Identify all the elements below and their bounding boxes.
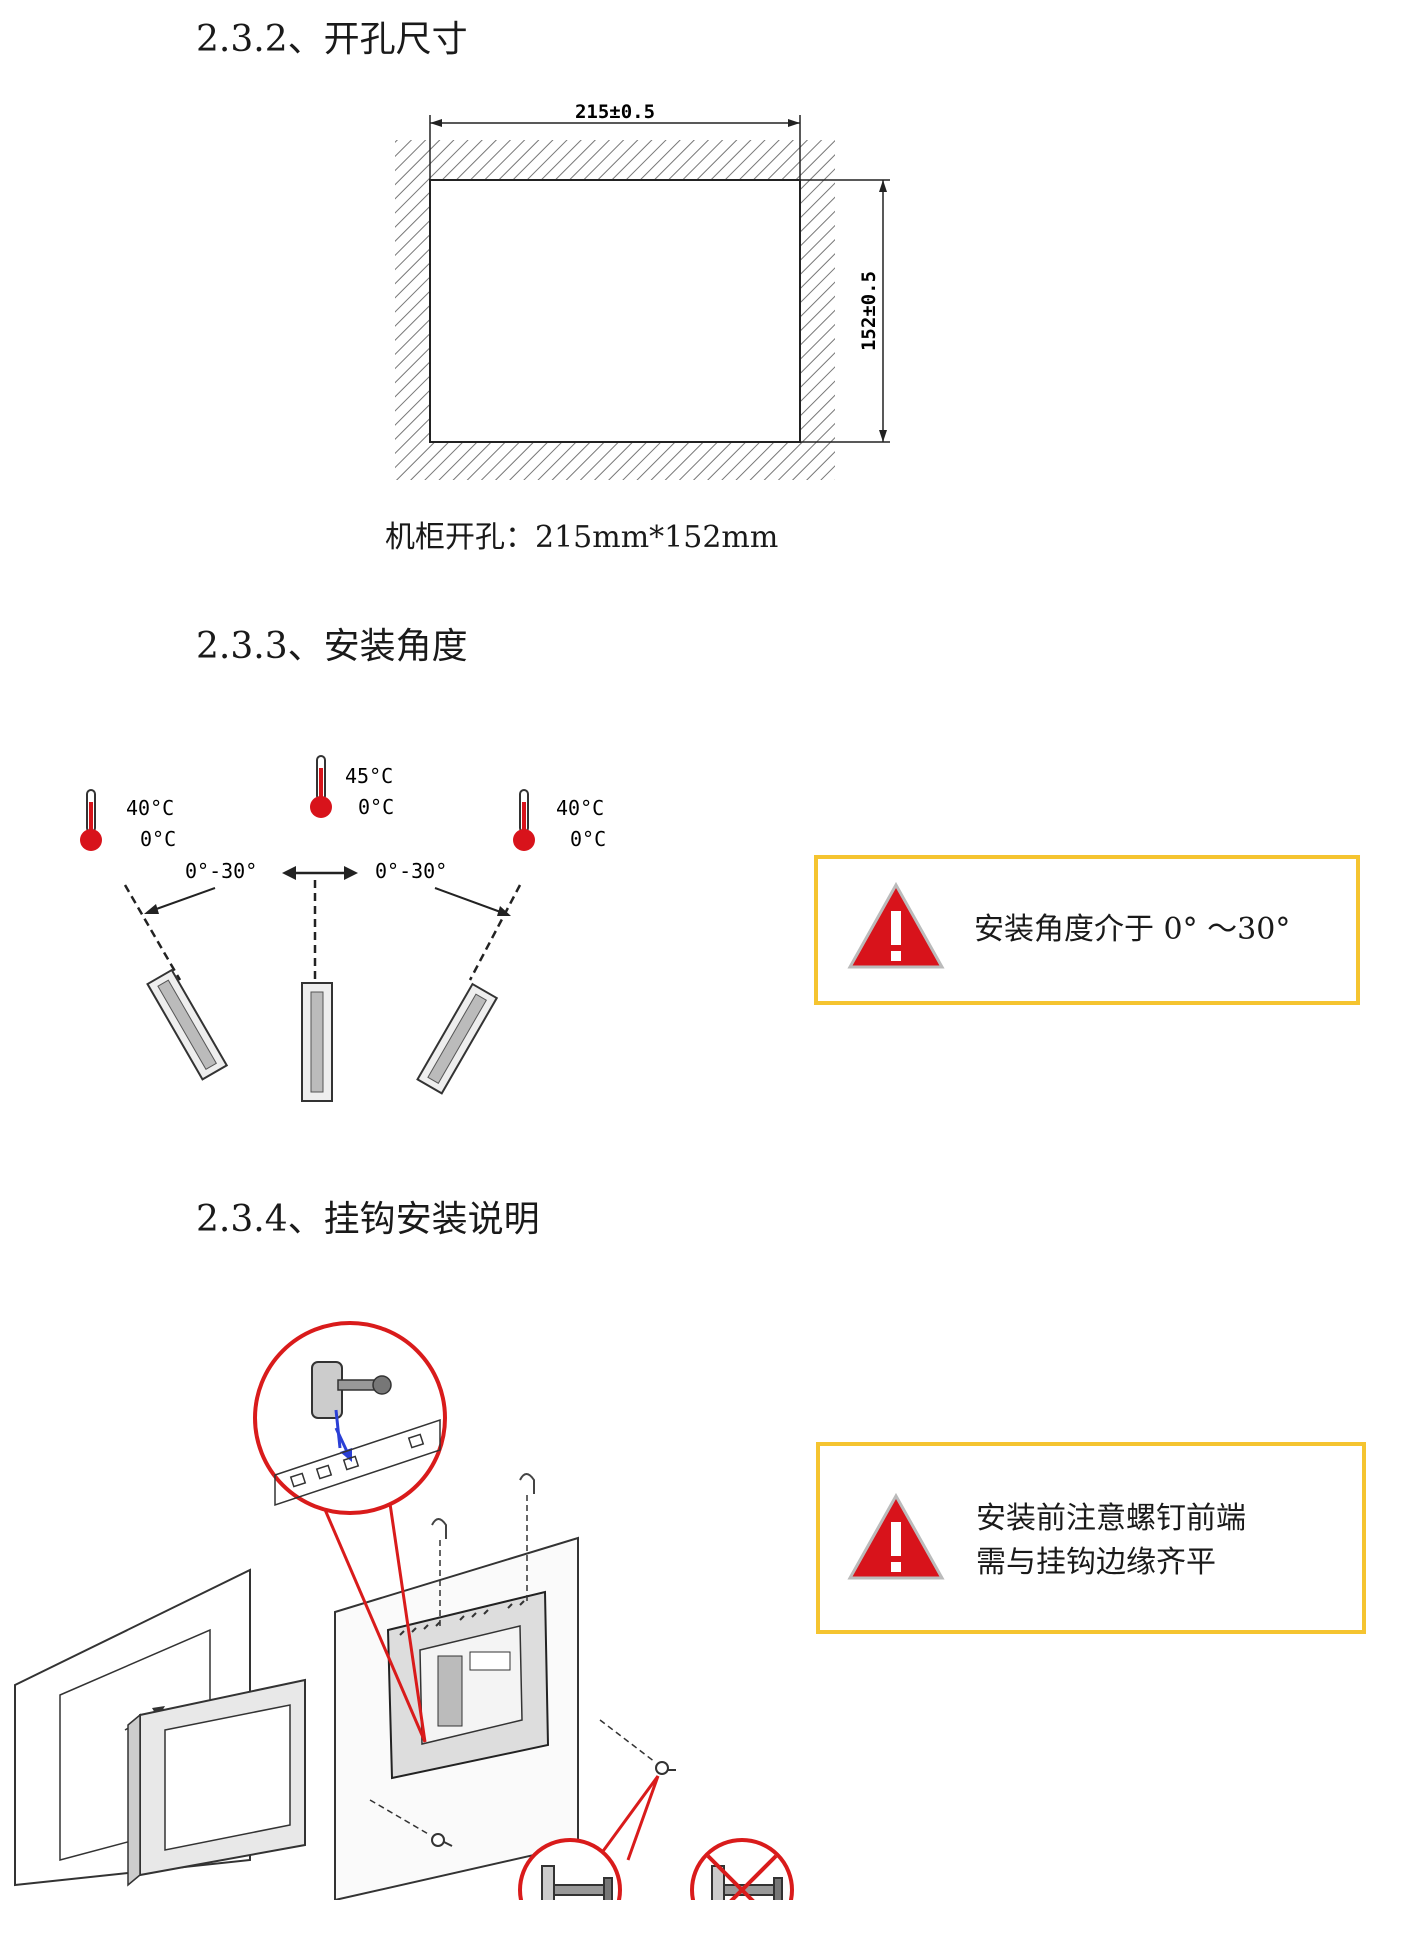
panel-tilted-left [146,968,229,1081]
temp-high-right: 40°C [556,796,604,820]
thermometer-icon-right [513,789,535,851]
magnified-detail-top [253,1321,447,1515]
angle-note-text: 安装角度介于 0° ～30° [974,912,1291,947]
temp-low-left: 0°C [140,827,176,851]
hook-closeup [311,1361,392,1419]
temp-high-center: 45°C [345,764,393,788]
height-dimension-label: 152±0.5 [858,271,880,351]
screw-flush-icon [541,1865,613,1900]
hook-icon-right [655,1761,676,1775]
installation-angle-diagram: 40°C 0°C 45°C 0°C 40°C 0°C 0°-30° 0°-30° [80,755,606,1102]
warning-icon [847,1492,945,1580]
cutout-caption: 机柜开孔：215mm*152mm [385,520,779,555]
width-dimension-label: 215±0.5 [575,101,655,123]
cutout-dimension-diagram: 215±0.5 152±0.5 [395,101,890,480]
temp-low-right: 0°C [570,827,606,851]
section-heading-angle: 2.3.3、安装角度 [196,626,468,667]
hook-icon-bottom [431,1833,453,1847]
hook-installation-diagram [14,1321,794,1900]
thermometer-icon-center [310,755,332,818]
range-label-left: 0°-30° [185,859,257,883]
hook-icon-top-left [431,1518,447,1539]
mounting-slot-rail [274,1418,441,1507]
hook-note-line1: 安装前注意螺钉前端 [976,1501,1246,1536]
angle-note-box: 安装角度介于 0° ～30° [814,855,1360,1005]
range-label-right: 0°-30° [375,859,447,883]
hook-note-box: 安装前注意螺钉前端 需与挂钩边缘齐平 [816,1442,1366,1634]
section-heading-hook: 2.3.4、挂钩安装说明 [196,1199,540,1240]
section-heading-cutout: 2.3.2、开孔尺寸 [196,19,468,60]
panel-tilted-right [416,982,499,1095]
temp-low-center: 0°C [358,795,394,819]
warning-icon [847,881,945,969]
cutout-opening [429,179,801,443]
hook-note-line2: 需与挂钩边缘齐平 [976,1545,1216,1580]
temp-high-left: 40°C [126,796,174,820]
panel-vertical [301,982,333,1102]
thermometer-icon-left [80,789,102,851]
hook-icon-top-right [519,1473,535,1494]
